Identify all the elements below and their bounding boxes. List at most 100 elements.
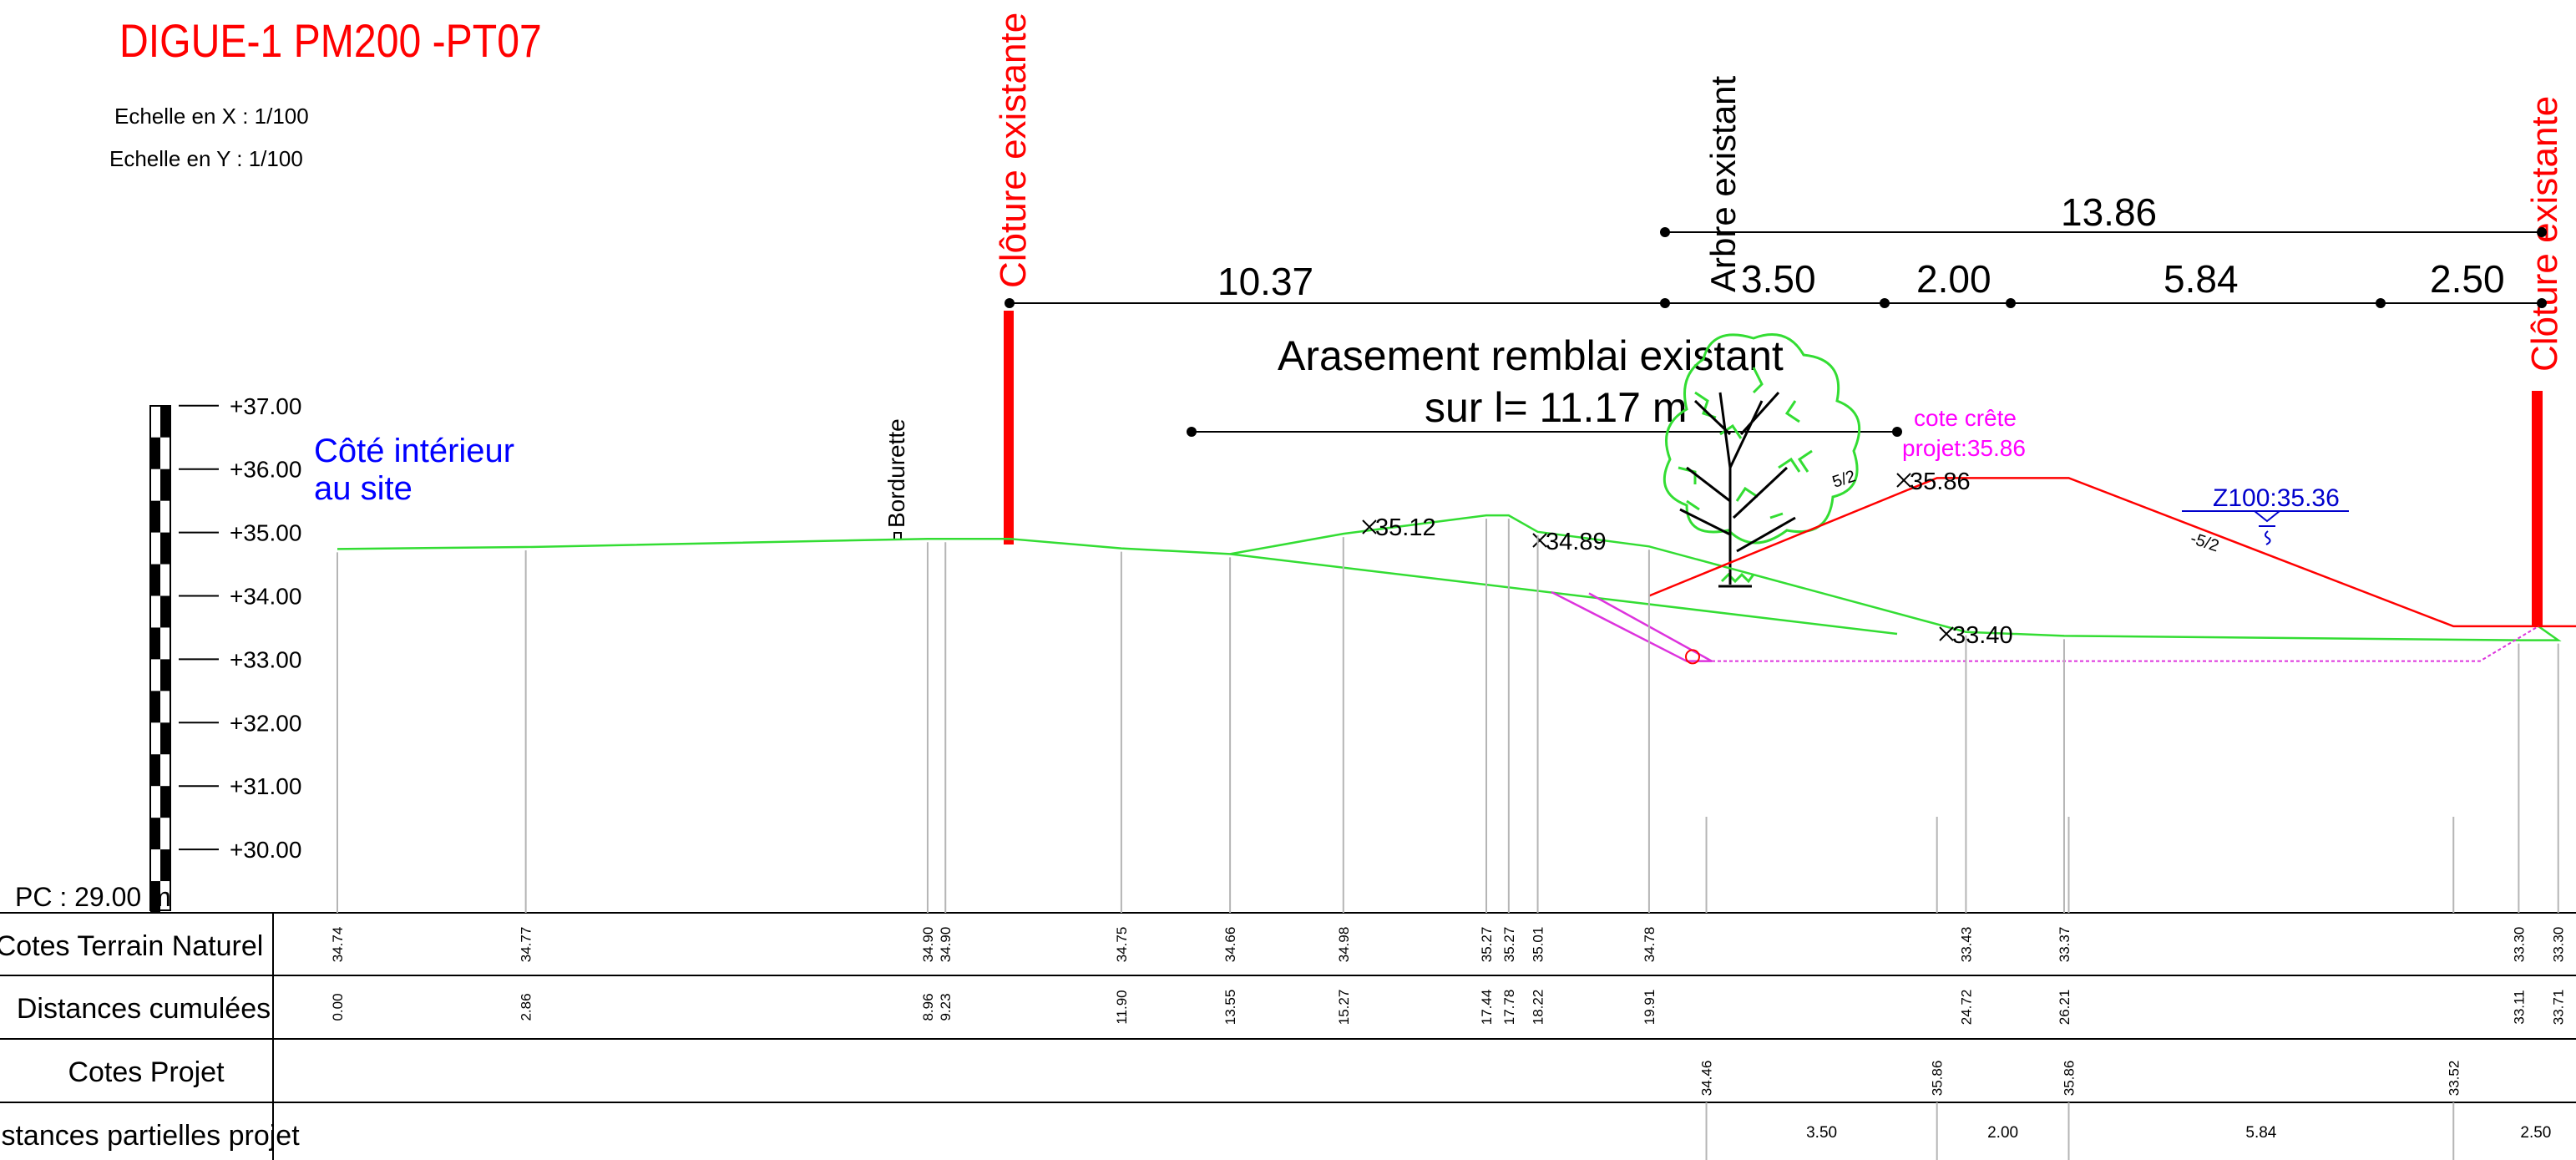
dimension-total xyxy=(1660,227,2547,237)
cumulative-distance-cell: 0.00 xyxy=(330,993,346,1021)
dimension-segment-4: 2.50 xyxy=(2430,257,2505,301)
cumulative-distance-cell: 17.44 xyxy=(1479,990,1495,1026)
crest-annotation: cote crête xyxy=(1914,405,2017,431)
right-fence xyxy=(2532,391,2543,626)
bordurette-label: Bordurette xyxy=(883,418,909,528)
cumulative-distance-cell: 9.23 xyxy=(938,993,954,1021)
drain-trench-line xyxy=(1551,590,1713,662)
scale-block xyxy=(160,595,170,628)
scale-block xyxy=(150,818,160,850)
project-elevation-cell: 35.86 xyxy=(1930,1061,1946,1097)
cumulative-distance-cell: 18.22 xyxy=(1531,990,1546,1026)
spot-level-3: 35.86 xyxy=(1910,469,1971,495)
scale-label: +35.00 xyxy=(230,520,301,546)
spot-level-cross-icon xyxy=(1362,519,1377,534)
scale-block xyxy=(150,627,160,660)
slope-right-label: -5/2 xyxy=(2188,529,2221,556)
cumulative-distance-cell: 8.96 xyxy=(920,993,936,1021)
table-values: 34.740.0034.772.8634.908.9634.909.2334.7… xyxy=(330,927,2567,1142)
scale-x-label: Echelle en X : 1/100 xyxy=(114,104,309,129)
cumulative-distance-cell: 13.55 xyxy=(1222,990,1238,1026)
scale-label: +30.00 xyxy=(230,837,301,863)
scale-block xyxy=(160,405,170,438)
scale-label: +37.00 xyxy=(230,393,301,419)
arasement-label-line2: sur l= 11.17 m xyxy=(1425,384,1688,431)
scale-label: +36.00 xyxy=(230,457,301,483)
cumulative-distance-cell: 19.91 xyxy=(1642,990,1657,1026)
cumulative-distance-cell: 17.78 xyxy=(1501,990,1517,1026)
scale-block xyxy=(150,881,160,913)
spot-level-4: 33.40 xyxy=(1952,622,2013,649)
dimension-segment-2: 2.00 xyxy=(1916,257,1991,301)
project-elevation-cell: 33.52 xyxy=(2446,1061,2462,1097)
scale-label: +34.00 xyxy=(230,584,301,610)
terrain-elevation-cell: 34.66 xyxy=(1222,927,1238,963)
vertical-guide-lines xyxy=(337,519,2559,1160)
tree-icon xyxy=(1663,333,1861,588)
slope-left-label: 5/2 xyxy=(1830,467,1858,492)
terrain-elevation-cell: 34.90 xyxy=(938,927,954,963)
terrain-profile-line xyxy=(337,514,2562,641)
scale-label: +32.00 xyxy=(230,710,301,736)
cumulative-distance-cell: 24.72 xyxy=(1958,990,1974,1026)
terrain-elevation-cell: 35.01 xyxy=(1531,927,1546,963)
partial-distance-cell: 2.00 xyxy=(1987,1124,2018,1142)
drain-pipe-line xyxy=(1712,626,2539,662)
terrain-elevation-cell: 34.75 xyxy=(1114,927,1130,963)
terrain-elevation-cell: 35.27 xyxy=(1501,927,1517,963)
project-elevation-cell: 35.86 xyxy=(2061,1061,2077,1097)
terrain-elevation-cell: 34.74 xyxy=(330,927,346,963)
terrain-elevation-cell: 34.90 xyxy=(920,927,936,963)
site-side-label-line2: au site xyxy=(314,470,412,507)
terrain-elevation-cell: 33.30 xyxy=(2551,927,2567,963)
left-fence-label: Clôture existante xyxy=(993,13,1034,288)
elevation-scale: +37.00 +36.00 +35.00 +34.00 +33.00 +32.00 +31.… xyxy=(149,393,301,913)
terrain-elevation-cell: 33.43 xyxy=(1958,927,1974,963)
scale-y-label: Echelle en Y : 1/100 xyxy=(109,146,303,171)
terrain-elevation-cell: 35.27 xyxy=(1479,927,1495,963)
terrain-elevation-cell: 33.30 xyxy=(2511,927,2527,963)
partial-distance-cell: 2.50 xyxy=(2520,1124,2551,1142)
cumulative-distance-cell: 33.11 xyxy=(2511,990,2527,1024)
dimension-chain xyxy=(1005,298,2547,308)
drawing-title: DIGUE-1 PM200 -PT07 xyxy=(119,16,542,68)
profile-lines xyxy=(337,477,2576,665)
spot-level-cross-icon xyxy=(1532,533,1547,548)
arasement-extent-line xyxy=(1187,427,1902,437)
water-level-icon xyxy=(2254,510,2280,545)
partial-distance-cell: 5.84 xyxy=(2245,1124,2276,1142)
crest-annotation-line2: projet:35.86 xyxy=(1902,435,2026,461)
scale-block xyxy=(160,849,170,882)
cumulative-distance-cell: 11.90 xyxy=(1114,990,1130,1024)
drain-pipe-icon xyxy=(1685,649,1700,665)
scale-block xyxy=(150,500,160,533)
dimension-total-label: 13.86 xyxy=(2061,190,2157,234)
reference-level-label: PC : 29.00 m xyxy=(15,882,171,912)
project-elevation-cell: 34.46 xyxy=(1699,1061,1715,1097)
scale-label: +33.00 xyxy=(230,646,301,672)
project-profile-line xyxy=(1648,477,2576,628)
dimension-left-label: 10.37 xyxy=(1217,260,1313,303)
cumulative-distance-cell: 15.27 xyxy=(1336,990,1352,1026)
scale-block xyxy=(160,532,170,565)
scale-block xyxy=(160,786,170,818)
partial-distance-cell: 3.50 xyxy=(1806,1124,1837,1142)
terrain-elevation-cell: 34.98 xyxy=(1336,927,1352,963)
dimension-segment-1: 3.50 xyxy=(1741,257,1816,301)
spot-level-marks xyxy=(1362,473,1954,641)
row-label-terrain: Cotes Terrain Naturel xyxy=(0,930,263,962)
arasement-label: Arasement remblai existant xyxy=(1278,332,1784,379)
cumulative-distance-cell: 2.86 xyxy=(519,993,534,1021)
row-label-project: Cotes Projet xyxy=(68,1056,225,1088)
dimension-segment-3: 5.84 xyxy=(2164,257,2239,301)
spot-level-1: 35.12 xyxy=(1375,514,1436,541)
scale-block xyxy=(150,691,160,723)
scale-block xyxy=(160,722,170,755)
left-fence xyxy=(1004,311,1014,545)
scale-block xyxy=(160,659,170,691)
row-label-partials: Distances partielles projet xyxy=(0,1120,300,1152)
scale-block xyxy=(150,437,160,469)
scale-label: +31.00 xyxy=(230,773,301,799)
terrain-elevation-cell: 33.37 xyxy=(2057,927,2072,963)
